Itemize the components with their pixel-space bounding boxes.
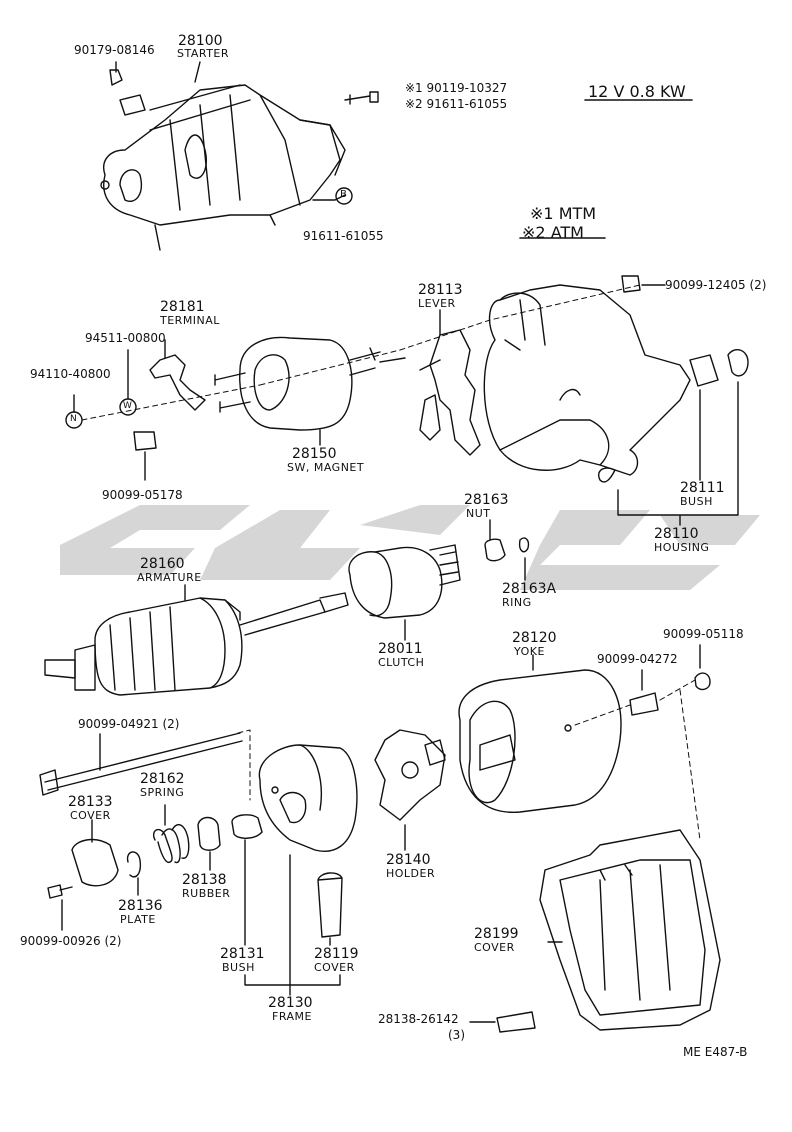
part-28120-name: YOKE (514, 645, 545, 658)
part-28011-name: CLUTCH (378, 656, 425, 669)
part-28133-number: 28133 (68, 794, 113, 810)
bolt-90099-04921-drawing (39, 732, 243, 796)
part-number-90099-04921: 90099-04921 (2) (78, 717, 180, 731)
spec-label: 12 V 0.8 KW (588, 82, 686, 101)
part-number-91611-61055: 91611-61055 (303, 229, 384, 243)
part-28163-name: NUT (466, 507, 491, 520)
part-number-90099-05118: 90099-05118 (663, 627, 744, 641)
yoke-drawing (458, 669, 622, 813)
part-28131-name: BUSH (222, 961, 255, 974)
cover-28133-drawing (71, 838, 119, 887)
marker-w-label: W (123, 401, 132, 411)
bush-28111-drawing (689, 354, 719, 387)
part-28136-name: PLATE (120, 913, 156, 926)
part-28133-name: COVER (70, 809, 111, 822)
part-28131-number: 28131 (220, 946, 265, 962)
nut-28163-drawing (484, 538, 506, 562)
part-28100-name: STARTER (177, 47, 230, 60)
part-28162-number: 28162 (140, 771, 185, 787)
part-28163a-number: 28163A (502, 581, 557, 597)
legend-atm: ※2 ATM (522, 223, 584, 242)
part-28163a-name: RING (502, 596, 532, 609)
nut-90099-05178-drawing (133, 431, 157, 451)
part-28110-name: HOUSING (654, 541, 710, 554)
part-28119-number: 28119 (314, 946, 359, 962)
cover-28199-drawing (539, 829, 721, 1031)
plate-28136-drawing (126, 851, 142, 878)
part-number-90099-00926: 90099-00926 (2) (20, 934, 122, 948)
magnet-switch-drawing (214, 336, 406, 431)
clutch-drawing (348, 544, 461, 619)
part-28160-number: 28160 (140, 556, 185, 572)
part-number-90179-08146: 90179-08146 (74, 43, 155, 57)
part-28130-number: 28130 (268, 995, 313, 1011)
clip-28138-26142-drawing (496, 1011, 536, 1033)
bush-28131-drawing (231, 814, 263, 839)
legend-mtm: ※1 MTM (530, 204, 597, 223)
part-28011-number: 28011 (378, 641, 423, 657)
marker-b-label: B (340, 189, 347, 200)
part-28120-number: 28120 (512, 630, 557, 646)
part-28113-number: 28113 (418, 282, 463, 298)
part-28140-name: HOLDER (386, 867, 436, 880)
figure-code: ME E487-B (683, 1045, 748, 1059)
part-28100-number: 28100 (178, 33, 223, 49)
frame-drawing (258, 744, 358, 852)
marker-b (335, 187, 353, 205)
part-28110-number: 28110 (654, 526, 699, 542)
watermark-logo (60, 505, 760, 590)
part-28140-number: 28140 (386, 852, 431, 868)
terminal-drawing (149, 354, 206, 411)
part-28113-name: LEVER (418, 297, 456, 310)
ring-28111-drawing (727, 348, 749, 377)
part-28138-number: 28138 (182, 872, 227, 888)
part-28181-number: 28181 (160, 299, 205, 315)
part-number-90119-10327: ※1 90119-10327 (405, 81, 508, 95)
part-28136-number: 28136 (118, 898, 163, 914)
part-28111-number: 28111 (680, 480, 725, 496)
screw-90099-00926-drawing (47, 884, 73, 899)
cover-28119-drawing (317, 872, 343, 938)
bolt-90099-04272-drawing (629, 692, 659, 716)
armature-drawing (44, 592, 349, 696)
part-28130-name: FRAME (272, 1010, 312, 1023)
marker-n-label: N (70, 414, 77, 424)
part-28162-name: SPRING (140, 786, 185, 799)
part-number-91611-61055-atm: ※2 91611-61055 (405, 97, 508, 111)
washer-90099-05118-drawing (694, 672, 711, 691)
starter-assembly-drawing (100, 69, 346, 251)
part-28111-name: BUSH (680, 495, 713, 508)
spring-28162-drawing (153, 824, 190, 864)
part-number-94511-00800: 94511-00800 (85, 331, 166, 345)
part-number-28138-26142: 28138-26142 (378, 1012, 459, 1026)
part-number-90099-12405: 90099-12405 (2) (665, 278, 767, 292)
part-number-28138-26142-qty: (3) (448, 1028, 465, 1042)
part-28199-number: 28199 (474, 926, 519, 942)
part-28138-name: RUBBER (182, 887, 231, 900)
part-number-94110-40800: 94110-40800 (30, 367, 111, 381)
rubber-28138-drawing (197, 816, 221, 851)
part-28199-name: COVER (474, 941, 515, 954)
ring-28163a-drawing (518, 537, 530, 553)
bolt-drawing (344, 91, 379, 105)
part-28150-name: SW, MAGNET (287, 461, 365, 474)
part-28181-name: TERMINAL (160, 314, 220, 327)
part-28150-number: 28150 (292, 446, 337, 462)
part-28160-name: ARMATURE (137, 571, 202, 584)
nut-90099-12405-drawing (621, 275, 641, 293)
lever-drawing (419, 329, 481, 456)
part-number-90099-05178: 90099-05178 (102, 488, 183, 502)
part-28163-number: 28163 (464, 492, 509, 508)
part-number-90099-04272: 90099-04272 (597, 652, 678, 666)
holder-drawing (374, 729, 446, 821)
part-28119-name: COVER (314, 961, 355, 974)
housing-drawing (483, 284, 691, 483)
